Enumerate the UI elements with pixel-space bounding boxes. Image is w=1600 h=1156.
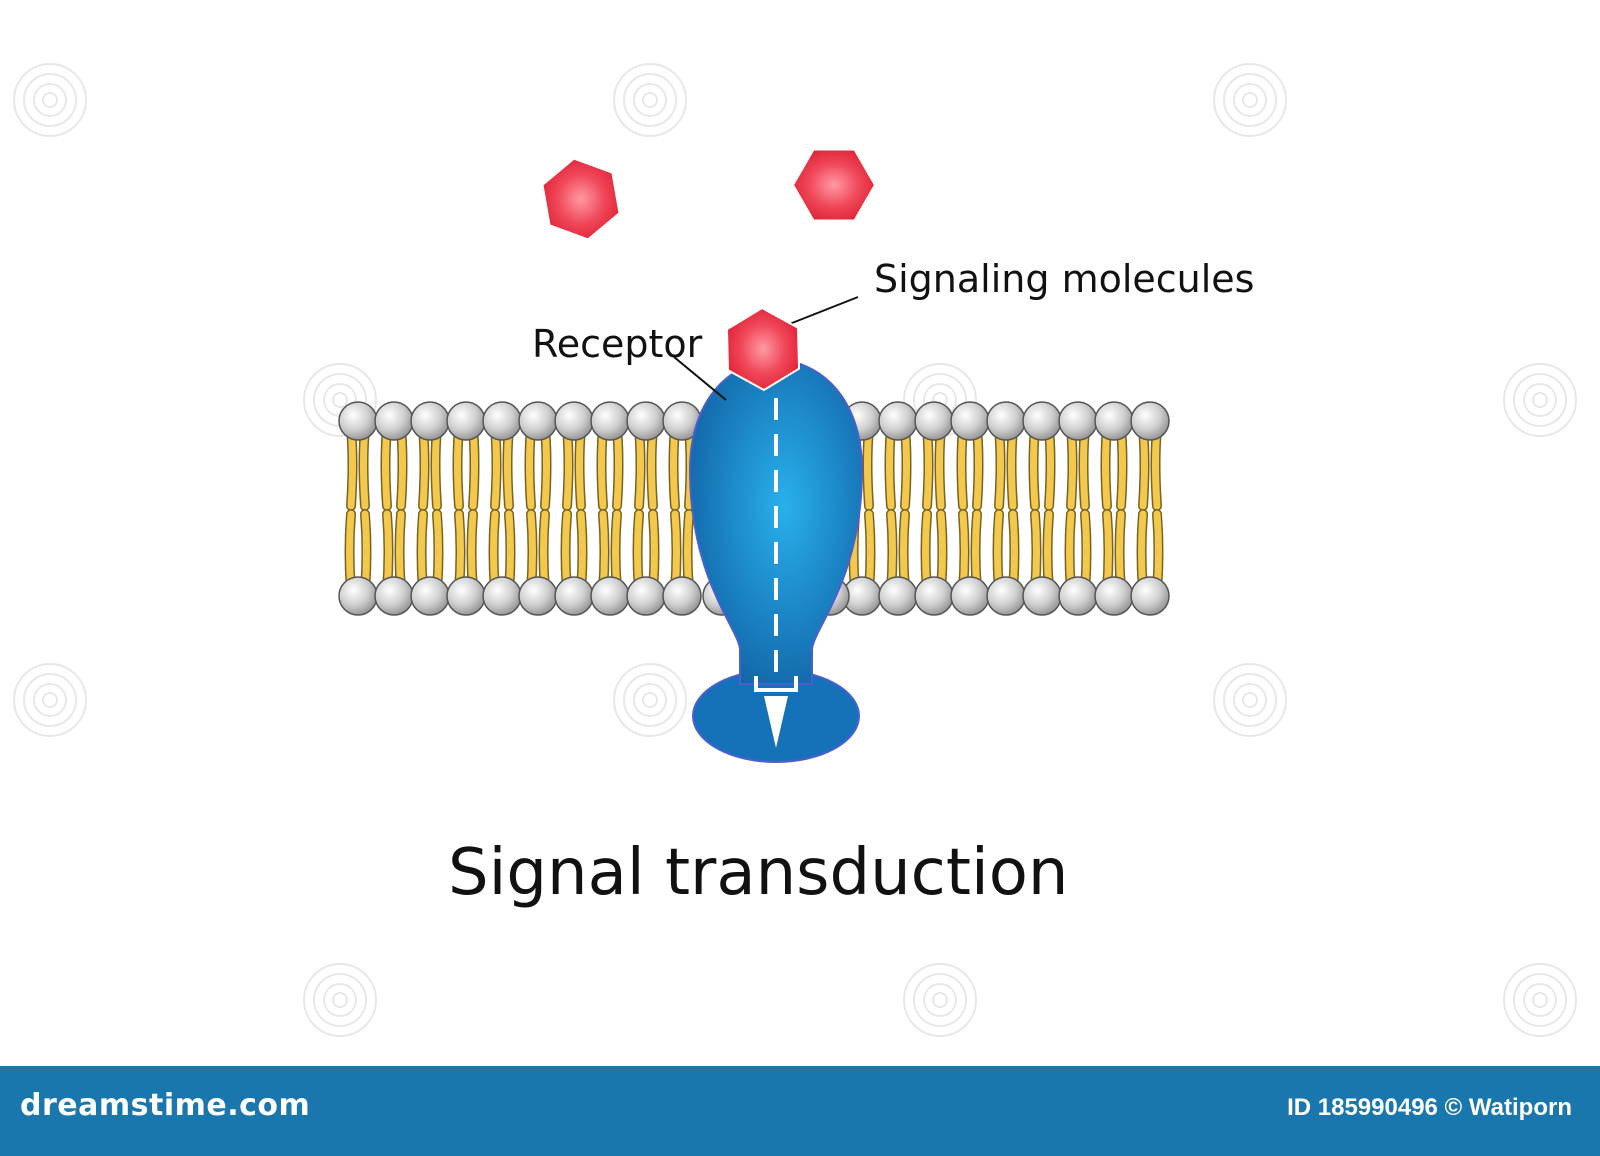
signaling-molecules-leader-line <box>786 296 859 326</box>
lipid-tail <box>1102 424 1111 510</box>
lipid-head-upper <box>626 401 666 441</box>
signaling-molecules-group <box>541 148 877 392</box>
brand-logo-text[interactable]: dreamstime.com <box>20 1088 311 1123</box>
lipid-head-lower <box>950 576 990 616</box>
signal-path-arrow-stem <box>754 676 798 692</box>
watermark-spiral-icon <box>1503 963 1577 1037</box>
watermark-spiral-icon <box>303 963 377 1037</box>
lipid-head-upper <box>914 401 954 441</box>
lipid-tail <box>526 424 535 510</box>
lipid-head-upper <box>1094 401 1134 441</box>
lipid-tail <box>469 424 478 510</box>
lipid-head-lower <box>1022 576 1062 616</box>
lipid-head-upper <box>518 401 558 441</box>
lipid-tail <box>613 424 622 510</box>
lipid-head-upper <box>1022 401 1062 441</box>
receptor-protein <box>688 358 864 763</box>
watermark-spiral-icon <box>903 363 977 437</box>
signaling-molecule-hexagon-icon <box>541 157 621 241</box>
lipid-tail <box>397 424 406 510</box>
lipid-bilayer <box>338 401 1170 616</box>
lipid-tail <box>541 424 550 510</box>
watermark-spiral-icon <box>13 663 87 737</box>
lipid-head-lower <box>446 576 486 616</box>
lipid-head-upper <box>554 401 594 441</box>
lipid-head-upper <box>590 401 630 441</box>
lipid-head-lower <box>914 576 954 616</box>
watermark-layer <box>13 63 1577 1037</box>
lipid-head-upper <box>338 401 378 441</box>
lipid-head-upper <box>1130 401 1170 441</box>
lipid-head-lower <box>626 576 666 616</box>
lipid-head-upper <box>986 401 1026 441</box>
lipid-head-lower <box>338 576 378 616</box>
signaling-molecule-hexagon-icon <box>791 148 877 222</box>
lipid-head-lower <box>662 576 702 616</box>
lipid-tail <box>670 424 679 510</box>
diagram-title: Signal transduction <box>448 836 1069 910</box>
lipid-head-lower <box>554 576 594 616</box>
watermark-spiral-icon <box>303 363 377 437</box>
lipid-tail <box>1030 424 1039 510</box>
lipid-head-upper <box>374 401 414 441</box>
footer-bar: dreamstime.com ID 185990496 © Watiporn <box>0 1066 1600 1156</box>
lipid-head-upper <box>482 401 522 441</box>
watermark-spiral-icon <box>1213 63 1287 137</box>
lipid-head-lower <box>1058 576 1098 616</box>
lipid-head-upper <box>878 401 918 441</box>
lipid-head-lower <box>878 576 918 616</box>
signaling-molecules-label: Signaling molecules <box>874 257 1255 301</box>
lipid-head-lower <box>1094 576 1134 616</box>
lipid-tail <box>886 424 895 510</box>
lipid-tail <box>901 424 910 510</box>
lipid-tail <box>958 424 967 510</box>
watermark-spiral-icon <box>903 963 977 1037</box>
lipid-head-lower <box>374 576 414 616</box>
lipid-tail <box>973 424 982 510</box>
lipid-tail <box>382 424 391 510</box>
lipid-tail <box>1045 424 1054 510</box>
watermark-spiral-icon <box>1213 663 1287 737</box>
lipid-head-lower <box>1130 576 1170 616</box>
lipid-head-lower <box>986 576 1026 616</box>
receptor-label: Receptor <box>532 322 703 366</box>
watermark-spiral-icon <box>613 663 687 737</box>
stock-id-credit: ID 185990496 © Watiporn <box>1287 1094 1572 1121</box>
lipid-head-upper <box>1058 401 1098 441</box>
lipid-head-upper <box>950 401 990 441</box>
lipid-head-lower <box>482 576 522 616</box>
lipid-head-upper <box>410 401 450 441</box>
phospholipid-tails <box>344 423 1164 595</box>
watermark-spiral-icon <box>613 63 687 137</box>
watermark-spiral-icon <box>13 63 87 137</box>
lipid-head-lower <box>590 576 630 616</box>
lipid-tail <box>454 424 463 510</box>
lipid-head-lower <box>410 576 450 616</box>
signaling-molecule-hexagon-icon <box>725 306 801 392</box>
lipid-head-lower <box>518 576 558 616</box>
lipid-head-upper <box>446 401 486 441</box>
watermark-spiral-icon <box>1503 363 1577 437</box>
receptor-leader-line <box>673 356 727 401</box>
lipid-tail <box>598 424 607 510</box>
lipid-tail <box>1117 424 1126 510</box>
signal-arrow-head-icon <box>764 696 788 748</box>
